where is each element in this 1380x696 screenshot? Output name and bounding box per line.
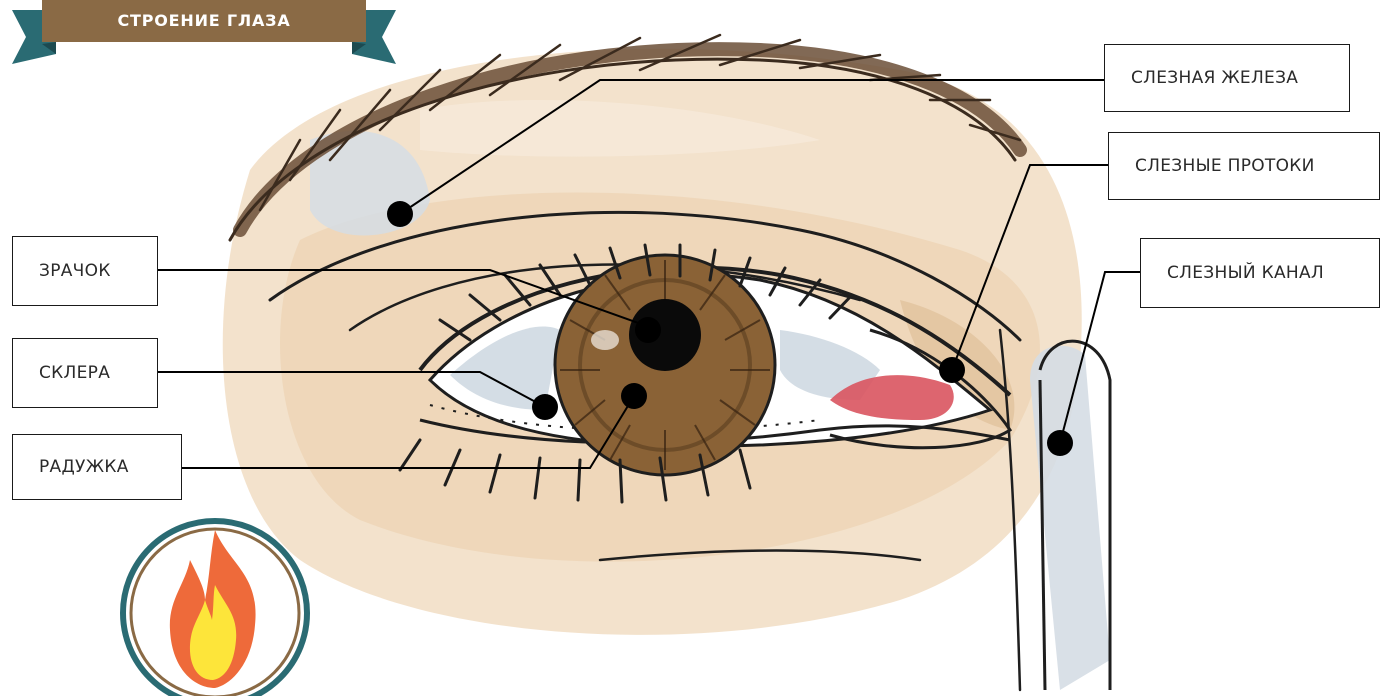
dot-iris	[621, 383, 647, 409]
label-lacrimal-gland: СЛЕЗНАЯ ЖЕЛЕЗА	[1104, 44, 1350, 112]
nose-bridge	[1030, 341, 1110, 690]
iris	[555, 255, 775, 475]
fire-badge	[123, 521, 307, 696]
page-title: СТРОЕНИЕ ГЛАЗА	[44, 0, 364, 40]
dot-lacrimal-canal	[1047, 430, 1073, 456]
label-iris: РАДУЖКА	[12, 434, 182, 500]
label-lacrimal-ducts: СЛЕЗНЫЕ ПРОТОКИ	[1108, 132, 1380, 200]
dot-lacrimal-gland	[387, 201, 413, 227]
dot-lacrimal-ducts	[939, 357, 965, 383]
dot-sclera	[532, 394, 558, 420]
label-lacrimal-canal: СЛЕЗНЫЙ КАНАЛ	[1140, 238, 1380, 308]
label-sclera: СКЛЕРА	[12, 338, 158, 408]
dot-pupil	[635, 317, 661, 343]
label-pupil: ЗРАЧОК	[12, 236, 158, 306]
